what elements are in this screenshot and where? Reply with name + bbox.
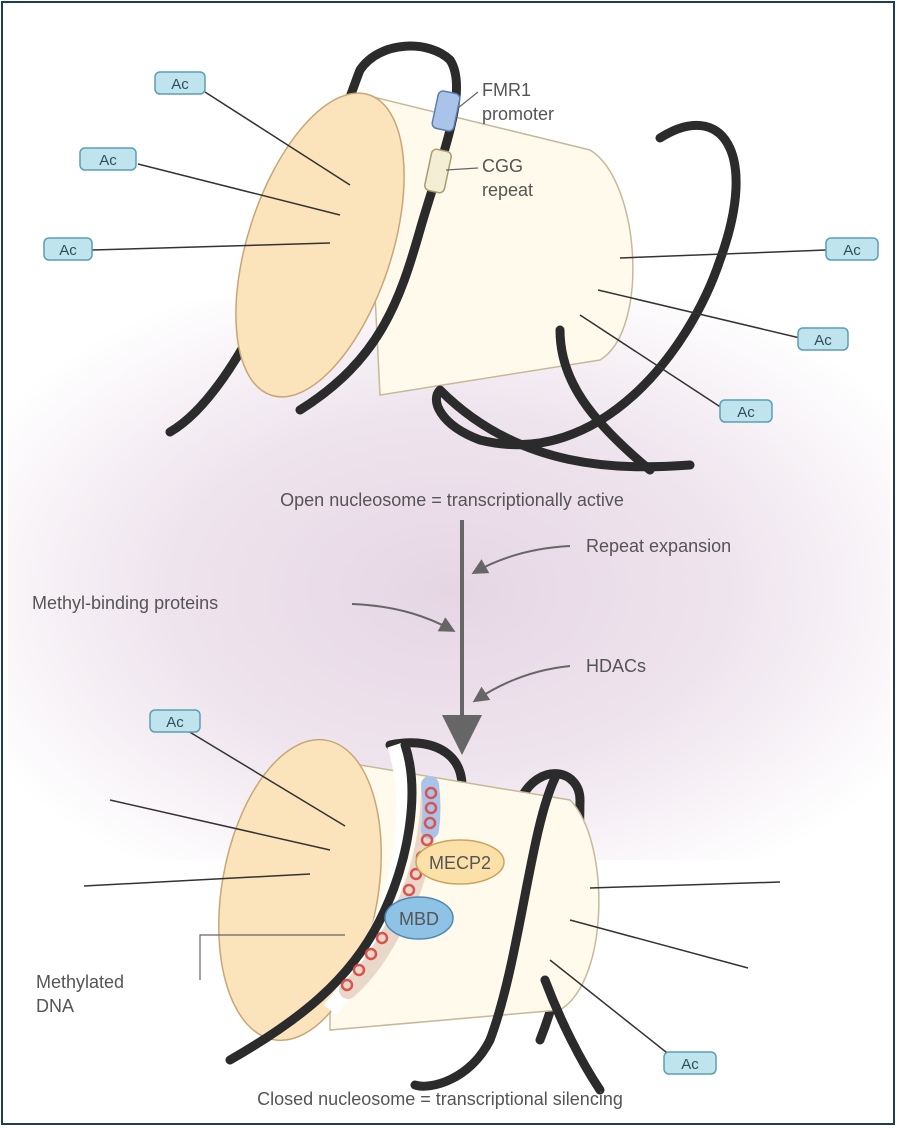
ac-label: Ac: [843, 242, 861, 259]
ac-tag: Ac: [150, 710, 200, 732]
ac-label: Ac: [59, 242, 77, 259]
methylated-label-1: Methylated: [36, 972, 124, 992]
ac-tag: Ac: [155, 72, 205, 94]
ac-label: Ac: [681, 1056, 699, 1073]
closed-caption: Closed nucleosome = transcriptional sile…: [257, 1089, 623, 1109]
histone-cylinder-body: [365, 95, 633, 395]
ac-label: Ac: [166, 714, 184, 731]
methyl-binding-label: Methyl-binding proteins: [32, 593, 218, 613]
ac-tag: Ac: [664, 1052, 716, 1074]
ac-tag: Ac: [44, 238, 92, 260]
mecp2-label: MECP2: [429, 853, 491, 873]
cgg-label-1: CGG: [482, 156, 523, 176]
ac-tag: Ac: [720, 400, 772, 422]
ac-label: Ac: [737, 404, 755, 421]
open-caption: Open nucleosome = transcriptionally acti…: [280, 490, 624, 510]
fmr1-label-2: promoter: [482, 104, 554, 124]
ac-label: Ac: [814, 332, 832, 349]
hdacs-label: HDACs: [586, 656, 646, 676]
ac-label: Ac: [99, 152, 117, 169]
ac-tag: Ac: [80, 148, 136, 170]
promoter-segment-closed: [430, 785, 432, 830]
ac-label: Ac: [171, 76, 189, 93]
ac-tag: Ac: [798, 328, 848, 350]
repeat-expansion-label: Repeat expansion: [586, 536, 731, 556]
methylated-label-2: DNA: [36, 996, 74, 1016]
ac-tag: Ac: [826, 238, 878, 260]
cgg-label-2: repeat: [482, 180, 533, 200]
fmr1-leader: [458, 92, 478, 108]
mbd-label: MBD: [399, 909, 439, 929]
fmr1-label-1: FMR1: [482, 80, 531, 100]
